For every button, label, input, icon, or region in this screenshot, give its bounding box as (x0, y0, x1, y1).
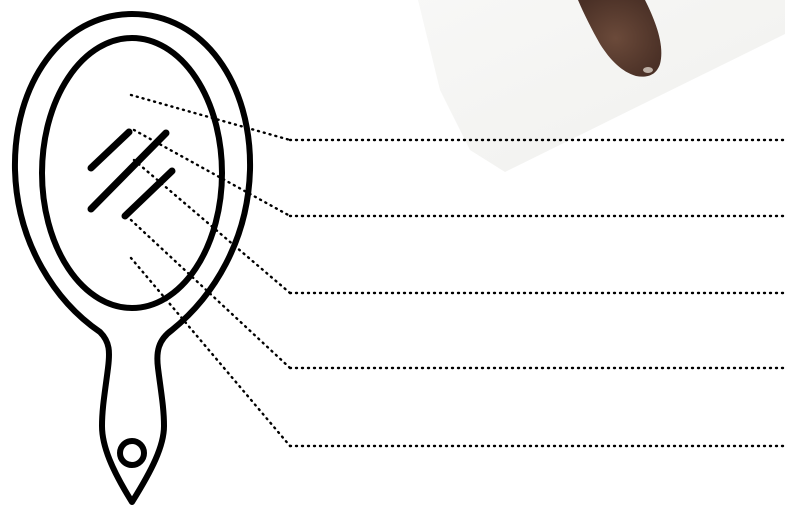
mirror-glass (42, 38, 222, 308)
leader-line-3 (134, 160, 290, 293)
handle-hole (120, 441, 144, 465)
reflection-line-1 (91, 132, 129, 168)
reflection-line-3 (125, 171, 172, 216)
answer-lines (131, 95, 785, 446)
reflection-line-2 (91, 133, 166, 209)
